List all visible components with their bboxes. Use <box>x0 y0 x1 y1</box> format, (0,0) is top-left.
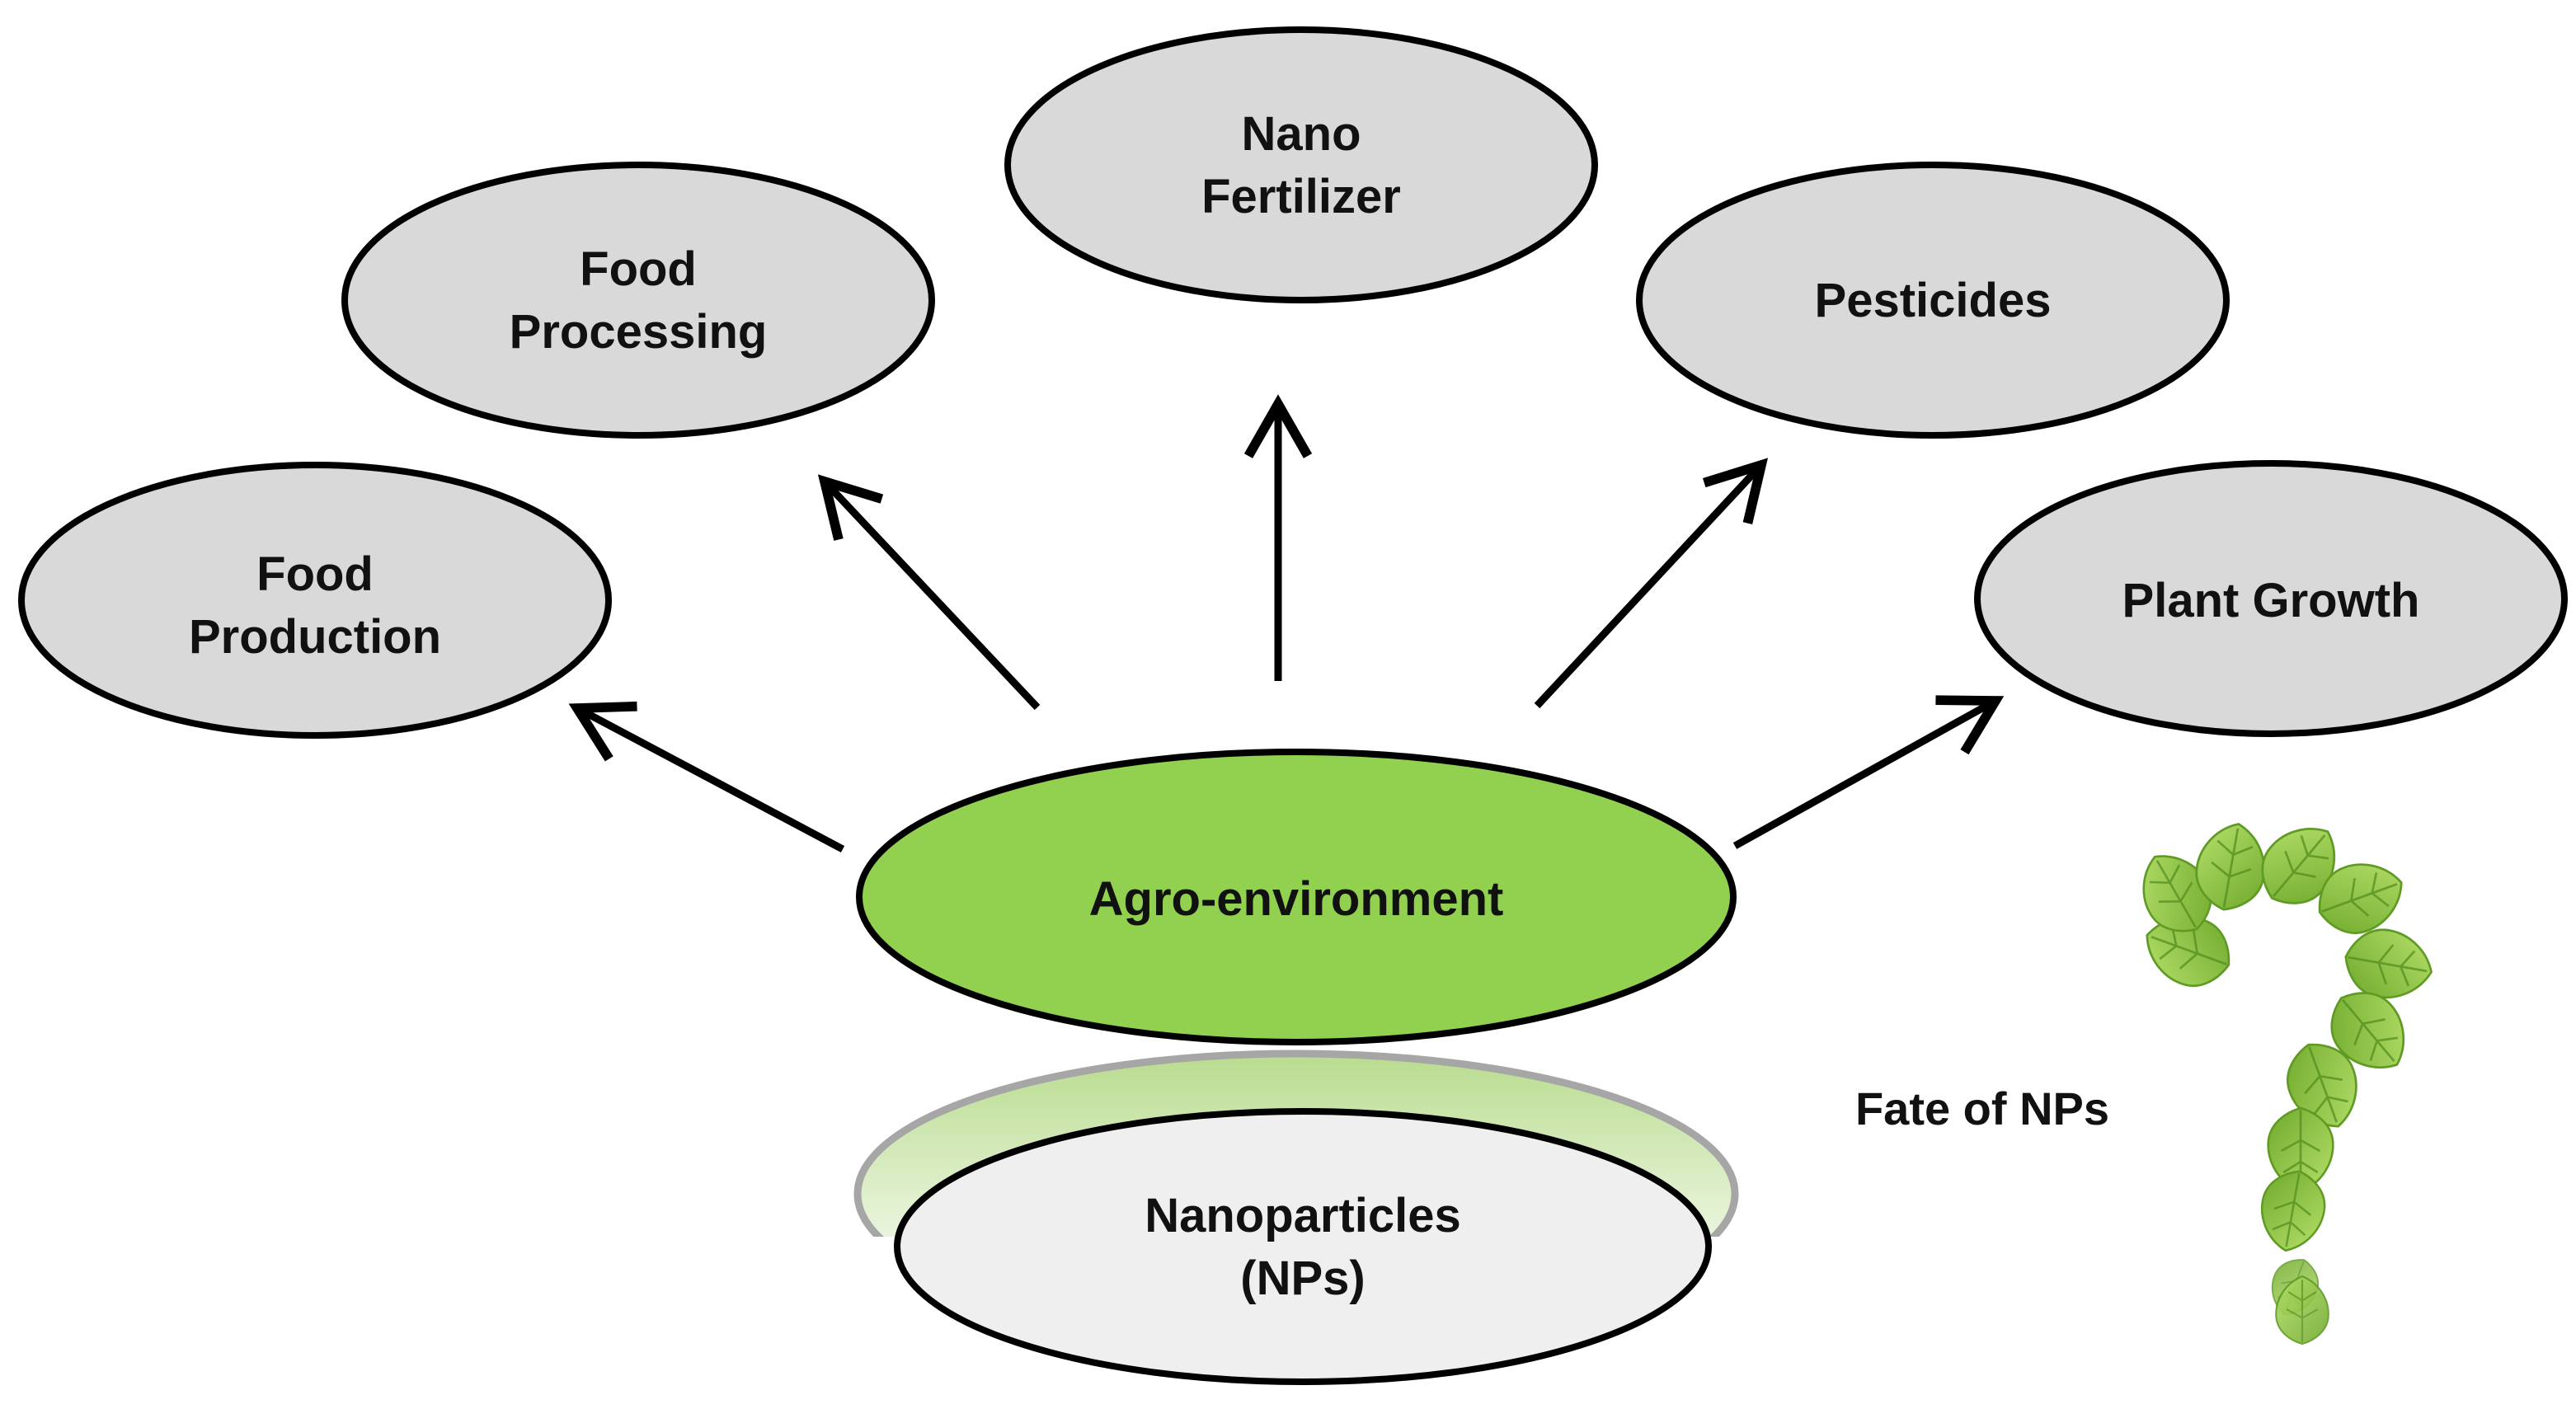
arrow-to-food-processing <box>817 474 1041 711</box>
node-pesticides-label: Pesticides <box>1815 274 2052 327</box>
node-food-processing: Food Processing <box>341 162 935 439</box>
fate-of-nps-label: Fate of NPs <box>1855 1083 2109 1134</box>
node-food-production-shape <box>18 462 612 739</box>
nanoparticles-label: Nanoparticles <box>1145 1189 1461 1242</box>
node-food-production: Food Production <box>18 462 612 739</box>
node-plant-growth-shape <box>1974 460 2568 737</box>
node-pesticides: Pesticides <box>1636 162 2230 439</box>
node-pesticides-shape <box>1636 162 2230 439</box>
nanoparticles-shape <box>894 1108 1712 1385</box>
node-plant-growth-label: Plant Growth <box>2122 574 2420 627</box>
node-nano-fertilizer-label: Fertilizer <box>1201 170 1401 223</box>
node-nano-fertilizer: Nano Fertilizer <box>1004 26 1598 303</box>
node-nanoparticles: Nanoparticles (NPs) <box>825 1050 1765 1409</box>
leaf-question-mark-icon <box>2125 809 2438 1346</box>
node-agro-environment: Agro-environment <box>856 749 1737 1045</box>
node-nano-fertilizer-label: Nano <box>1242 107 1361 161</box>
agro-environment-shape <box>856 749 1737 1045</box>
node-food-processing-label: Food <box>580 242 697 296</box>
node-plant-growth: Plant Growth <box>1974 460 2568 737</box>
node-food-production-label: Production <box>189 610 441 664</box>
arrow-to-plant-growth <box>1732 695 2005 849</box>
node-food-processing-shape <box>341 162 935 439</box>
arrows <box>568 394 2005 852</box>
arrow-to-pesticides <box>1534 458 1769 709</box>
nanoparticles-label: (NPs) <box>1240 1252 1365 1305</box>
node-food-processing-label: Processing <box>510 305 768 359</box>
node-food-production-label: Food <box>256 547 374 601</box>
agro-environment-label: Agro-environment <box>1089 872 1504 926</box>
node-nano-fertilizer-shape <box>1004 26 1598 303</box>
arrow-to-food-production <box>568 701 845 852</box>
